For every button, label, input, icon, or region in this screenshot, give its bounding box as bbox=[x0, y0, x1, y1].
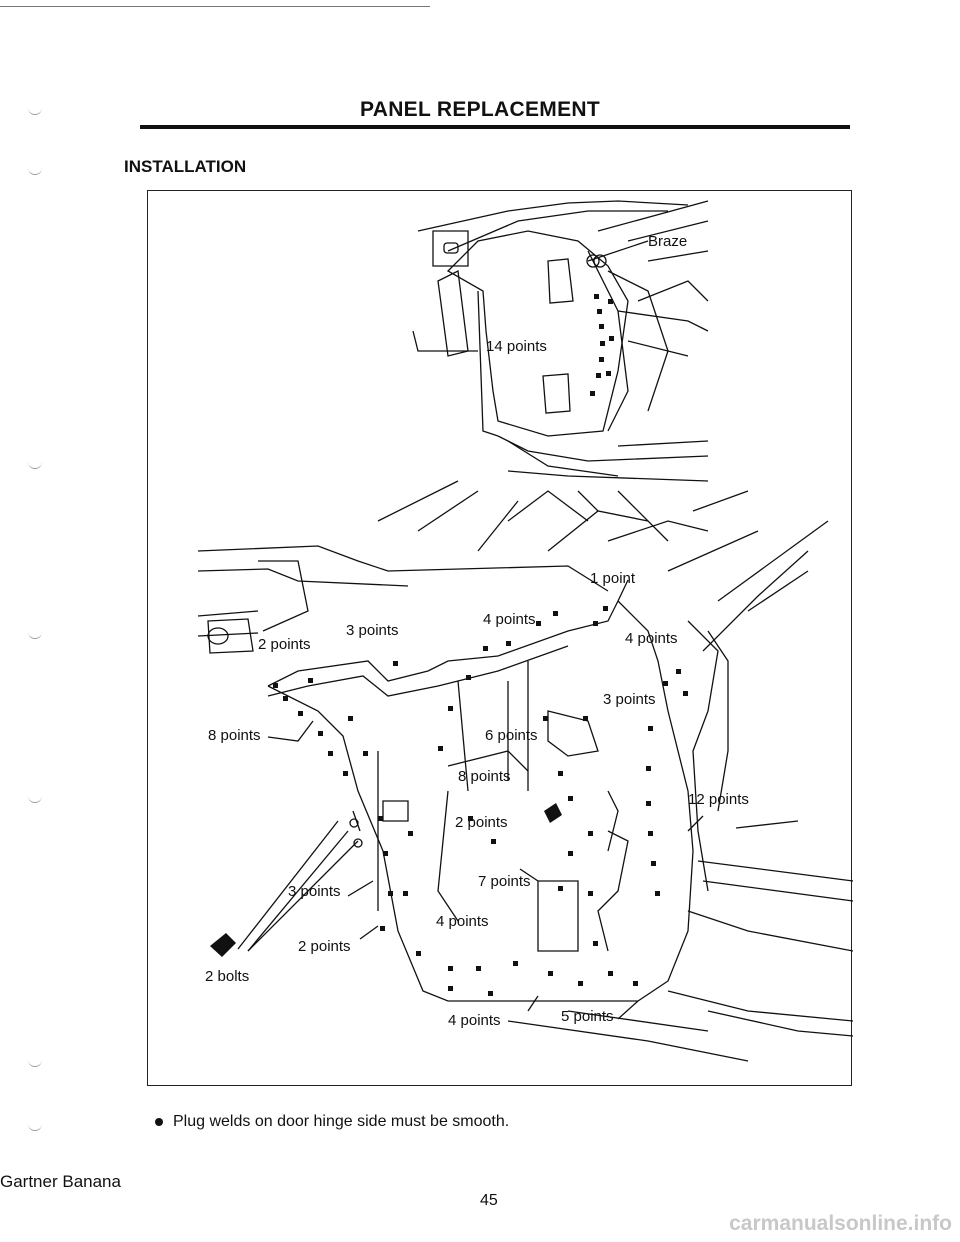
label-3-points-top: 3 points bbox=[346, 622, 399, 639]
label-4-points-bottom: 4 points bbox=[448, 1012, 501, 1029]
note-text: Plug welds on door hinge side must be sm… bbox=[173, 1113, 510, 1130]
installation-diagram: Braze 14 points 1 point 4 points 4 point… bbox=[147, 190, 853, 1086]
margin-mark bbox=[28, 462, 42, 469]
top-edge-line bbox=[0, 6, 430, 7]
installation-note: Plug welds on door hinge side must be sm… bbox=[155, 1113, 509, 1131]
label-6-points: 6 points bbox=[485, 727, 538, 744]
label-14-points: 14 points bbox=[486, 338, 547, 355]
label-5-points: 5 points bbox=[561, 1008, 614, 1025]
label-12-points: 12 points bbox=[688, 791, 749, 808]
label-8-points-left: 8 points bbox=[208, 727, 261, 744]
margin-mark bbox=[28, 1124, 42, 1131]
margin-mark bbox=[28, 1060, 42, 1067]
label-2-points-lower: 2 points bbox=[298, 938, 351, 955]
page-title: PANEL REPLACEMENT bbox=[359, 98, 600, 121]
label-1-point: 1 point bbox=[590, 570, 636, 587]
page-number: 45 bbox=[480, 1192, 498, 1209]
margin-mark bbox=[28, 168, 42, 175]
label-braze: Braze bbox=[648, 233, 687, 250]
label-3-points-right: 3 points bbox=[603, 691, 656, 708]
label-3-points-lower: 3 points bbox=[288, 883, 341, 900]
label-8-points-center: 8 points bbox=[458, 768, 511, 785]
label-4-points-lower: 4 points bbox=[436, 913, 489, 930]
margin-mark bbox=[28, 796, 42, 803]
margin-mark bbox=[28, 108, 42, 115]
margin-mark bbox=[28, 632, 42, 639]
watermark: carmanualsonline.info bbox=[729, 1212, 952, 1235]
label-2-points-left: 2 points bbox=[258, 636, 311, 653]
section-heading: INSTALLATION bbox=[124, 157, 247, 176]
diagram-drawing: Braze 14 points 1 point 4 points 4 point… bbox=[197, 200, 853, 1062]
title-rule bbox=[140, 125, 850, 129]
label-7-points: 7 points bbox=[478, 873, 531, 890]
footer-text: Gartner Banana bbox=[0, 1172, 121, 1191]
bullet-icon bbox=[155, 1117, 163, 1126]
label-4-points-top: 4 points bbox=[483, 611, 536, 628]
label-4-points-right: 4 points bbox=[625, 630, 678, 647]
label-2-points-center: 2 points bbox=[455, 814, 508, 831]
label-2-bolts: 2 bolts bbox=[205, 968, 249, 985]
